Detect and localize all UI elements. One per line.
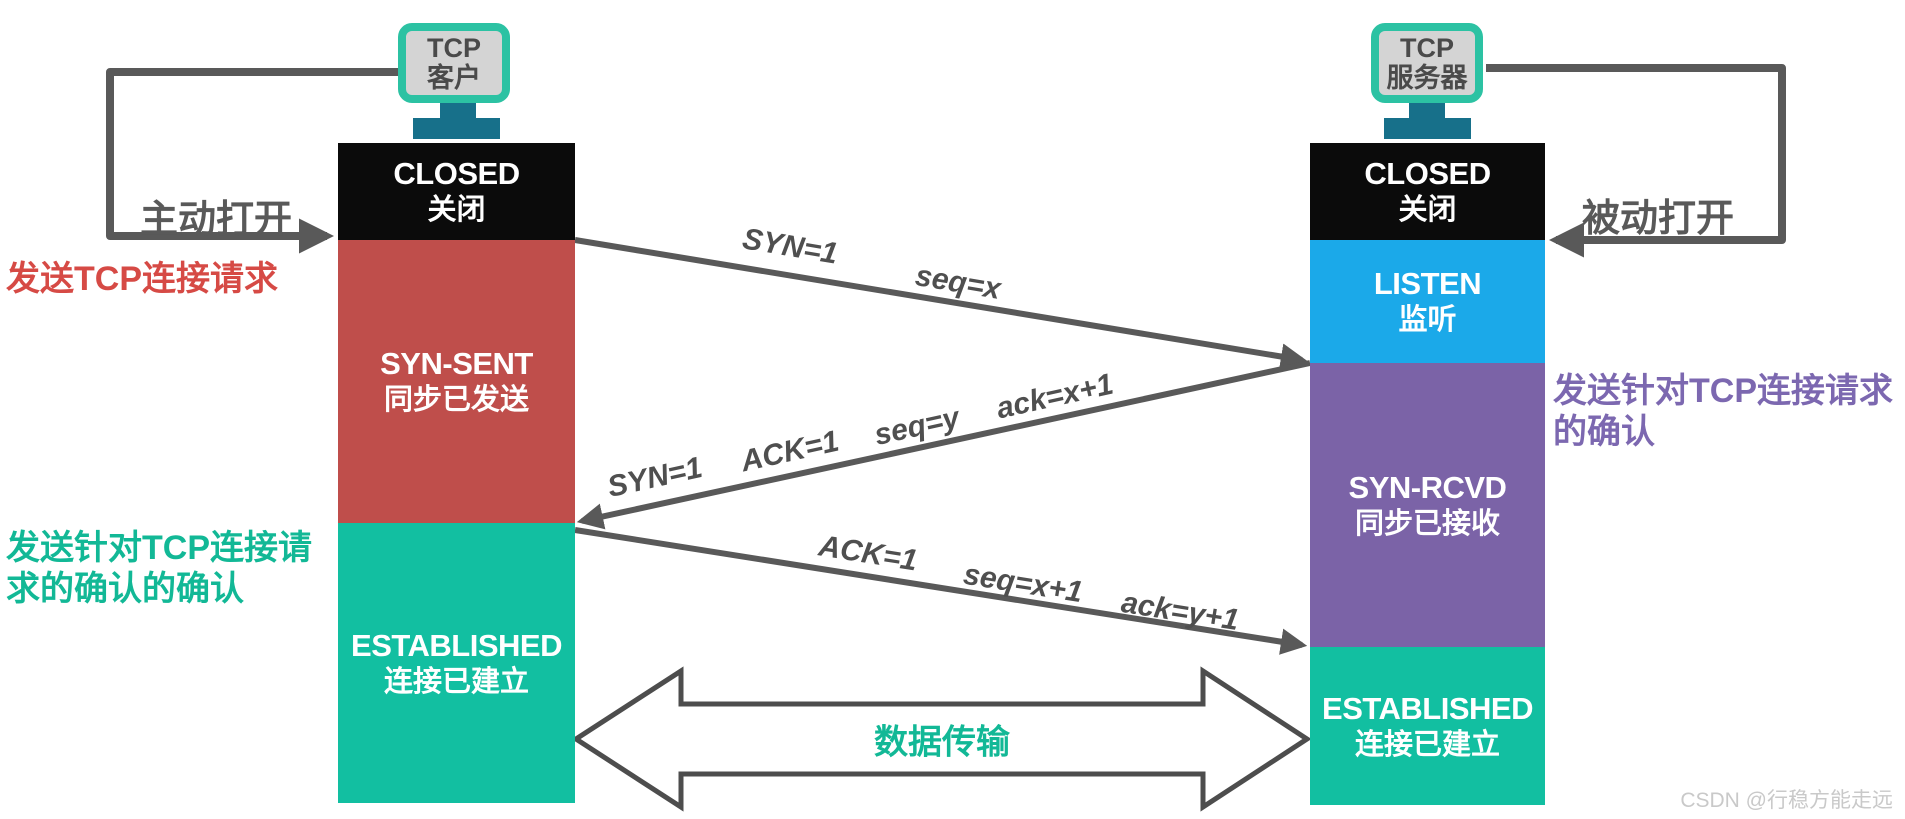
server-device-name-line2: 服务器 (1386, 63, 1468, 93)
note-line2: 的确认 (1553, 413, 1655, 452)
server-monitor-stand-base (1384, 118, 1471, 139)
client-monitor-icon: TCP 客户 (398, 23, 510, 103)
state-name: CLOSED (1364, 156, 1491, 191)
state-name: ESTABLISHED (351, 627, 562, 663)
state-name: LISTEN (1373, 266, 1482, 301)
syn-arrow (574, 237, 1308, 370)
client-monitor-stand-base (413, 118, 500, 139)
client-state-closed: CLOSED 关闭 (338, 143, 575, 240)
watermark: CSDN @行稳方能走远 (1680, 789, 1893, 812)
state-name: CLOSED (393, 156, 520, 191)
state-name-zh: 关闭 (427, 194, 486, 226)
client-device-name-line1: TCP (427, 32, 481, 63)
data-transfer-arrow (571, 666, 1312, 812)
state-name: ESTABLISHED (1322, 690, 1533, 726)
state-name-zh: 连接已建立 (383, 665, 529, 698)
state-name-zh: 同步已发送 (383, 384, 529, 416)
note-line1: 发送针对TCP连接请 (6, 529, 312, 567)
state-name-zh: 连接已建立 (1354, 728, 1500, 761)
server-device-name-line1: TCP (1400, 32, 1454, 63)
active-open-label: 主动打开 (140, 199, 293, 241)
server-state-closed: CLOSED 关闭 (1310, 143, 1545, 240)
data-transfer-label: 数据传输 (874, 723, 1010, 762)
state-name: SYN-RCVD (1348, 469, 1507, 505)
ack-arrow (574, 527, 1308, 655)
state-name-zh: 监听 (1398, 304, 1457, 336)
client-state-syn-sent: SYN-SENT 同步已发送 (338, 240, 575, 523)
client-device-name-line2: 客户 (427, 63, 481, 93)
server-monitor-icon: TCP 服务器 (1371, 23, 1483, 103)
active-open-arrow (106, 68, 398, 254)
syn-ack-arrow (576, 360, 1311, 530)
server-monitor-stand-neck (1409, 103, 1445, 119)
passive-open-label: 被动打开 (1582, 198, 1735, 240)
server-send-ack-note: 发送针对TCP连接请求 的确认 (1553, 371, 1893, 454)
client-state-established: ESTABLISHED 连接已建立 (338, 523, 575, 803)
client-monitor-stand-neck (440, 103, 476, 119)
state-name: SYN-SENT (380, 346, 533, 381)
state-name-zh: 关闭 (1398, 194, 1457, 226)
state-name-zh: 同步已接收 (1354, 507, 1500, 540)
server-state-listen: LISTEN 监听 (1310, 240, 1545, 363)
note-line2: 求的确认的确认 (6, 570, 244, 609)
server-state-syn-rcvd: SYN-RCVD 同步已接收 (1310, 363, 1545, 647)
client-send-request-note: 发送TCP连接请求 (6, 260, 278, 298)
passive-open-arrow (1486, 64, 1786, 258)
server-state-established: ESTABLISHED 连接已建立 (1310, 647, 1545, 805)
note-line1: 发送针对TCP连接请求 (1553, 372, 1893, 410)
client-send-ack-of-ack-note: 发送针对TCP连接请 求的确认的确认 (6, 528, 312, 611)
